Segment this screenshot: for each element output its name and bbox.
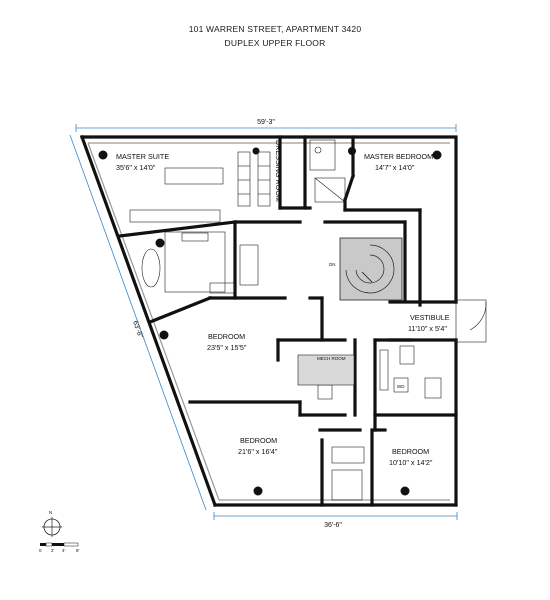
master-suite-label: MASTER SUITE [116,152,169,161]
vestibule-label: VESTIBULE [410,313,450,322]
dressing-room-closets [164,151,271,207]
washer-dryer-label: WD [397,384,405,389]
dressing-room-label: DRESSING ROOM [274,140,283,202]
stair-down-label: DN [329,262,336,267]
plan-address: 101 WARREN STREET, APARTMENT 3420 [188,24,362,34]
scale-tick: 0 [39,548,42,553]
dimension-left: 63'-8" [131,320,144,340]
master-bedroom-bath-fixtures [309,139,346,203]
mech-room-label: MECH ROOM [317,356,346,361]
vestibule-door [455,299,487,343]
master-suite-size: 35'6" x 14'0" [116,163,156,172]
vestibule-size: 11'10" x 5'4" [408,324,447,333]
structural-columns [98,147,442,496]
bedroom-label: BEDROOM [240,436,277,445]
scale-tick: 2' [51,548,55,553]
compass-icon [42,517,62,537]
bedroom-size: 21'6" x 16'4" [238,447,278,456]
scale-tick: 8' [76,548,80,553]
scale-bar [40,542,79,547]
master-bedroom-label: MASTER BEDROOM [364,152,433,161]
dimension-top: 59'-3" [257,119,275,126]
bedroom-label: BEDROOM [208,332,245,341]
mech-room-fill [297,354,355,386]
dimension-lines [69,124,458,520]
interior-walls [118,135,458,507]
plan-floor-label: DUPLEX UPPER FLOOR [224,38,326,48]
bedroom-size: 10'10" x 14'2" [389,458,433,467]
bedroom-size: 23'5" x 15'5" [207,343,247,352]
dimension-bottom: 36'-6" [324,522,342,529]
stair [339,237,403,301]
scale-tick: 4' [62,548,66,553]
master-bedroom-size: 14'7" x 14'0" [375,163,415,172]
bedroom-label: BEDROOM [392,447,429,456]
master-bath-fixtures [129,209,259,294]
compass-north-label: N [49,510,52,515]
